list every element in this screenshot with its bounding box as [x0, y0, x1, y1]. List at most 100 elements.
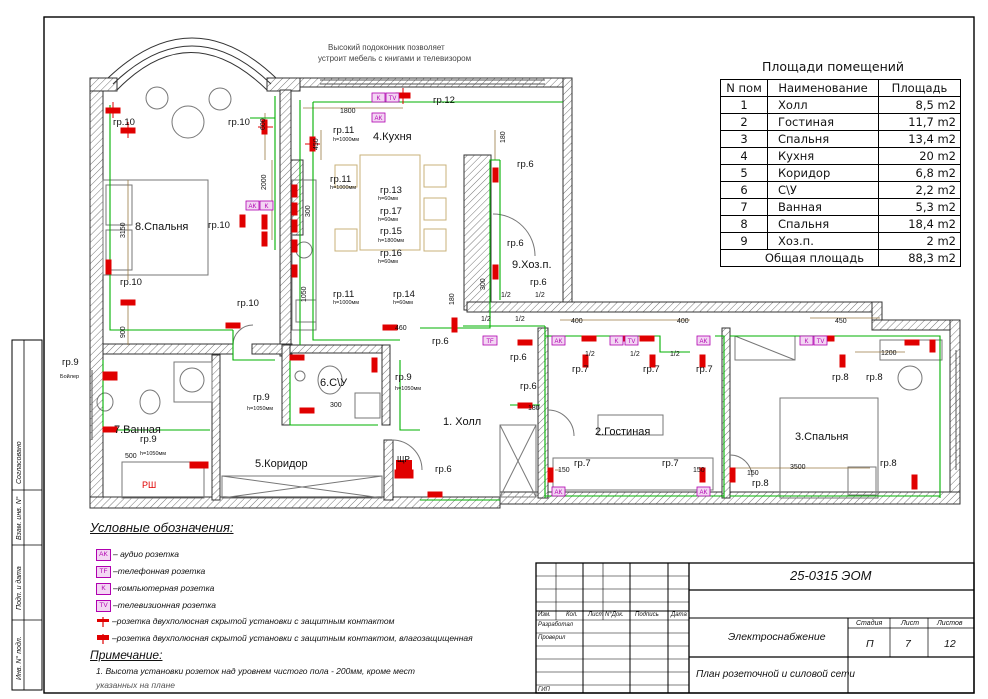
svg-text:3500: 3500: [790, 464, 806, 471]
svg-text:1050: 1050: [301, 286, 308, 302]
socket: [120, 122, 136, 138]
row-name: Кухня: [767, 147, 879, 165]
windows: [91, 79, 957, 470]
socket: [382, 324, 398, 331]
svg-text:TV: TV: [628, 339, 636, 345]
row-area: 6,8 m2: [878, 164, 961, 182]
electrical-panel: [396, 460, 412, 470]
row-number: 2: [720, 113, 768, 131]
tb-role-chief: ГИП: [538, 687, 550, 693]
legend-text: –телевизионная розетка: [113, 600, 216, 610]
svg-text:гр.11: гр.11: [333, 289, 354, 300]
svg-text:1/2: 1/2: [481, 316, 491, 323]
svg-text:1/2: 1/2: [501, 292, 511, 299]
row-area: 2 m2: [878, 232, 961, 250]
svg-text:1/2: 1/2: [515, 316, 525, 323]
tv-socket-icon: TV: [96, 599, 111, 612]
areas-header-number: N пом: [720, 79, 768, 97]
socket: [189, 461, 209, 469]
tb-role-developer: Разработал: [538, 622, 573, 628]
phone-socket-icon: TF: [96, 565, 111, 578]
svg-text:300: 300: [330, 402, 342, 409]
tb-sheets-header: Листов: [937, 620, 963, 627]
total-label: Общая площадь: [720, 249, 879, 267]
socket: [105, 259, 112, 275]
row-number: 1: [720, 96, 768, 114]
svg-text:гр.6: гр.6: [530, 277, 547, 288]
waterproof-socket-icon: [97, 633, 109, 644]
socket: [305, 136, 320, 152]
svg-text:K: K: [264, 204, 268, 210]
room-label-bathroom: 7.Ванная: [114, 424, 161, 436]
room-label-bedroom-8: 8.Спальня: [135, 221, 188, 233]
svg-text:450: 450: [835, 318, 847, 325]
room-labels: 1. Холл 2.Гостиная 3.Спальня 4.Кухня 5.К…: [114, 131, 848, 470]
note-title: Примечание:: [90, 648, 163, 662]
socket: [261, 214, 268, 247]
svg-text:300: 300: [305, 205, 312, 217]
legend-item: K–компьютерная розетка: [96, 582, 214, 595]
svg-text:гр.15: гр.15: [380, 226, 402, 237]
row-name: Спальня: [767, 130, 879, 148]
room-label-hall: 1. Холл: [443, 416, 481, 428]
svg-text:K: K: [614, 339, 618, 345]
svg-text:гр.9: гр.9: [253, 392, 270, 403]
svg-text:1/2: 1/2: [585, 351, 595, 358]
dimension-lines: [127, 107, 905, 471]
tb-col-qty: Кол.: [566, 612, 578, 618]
tb-sheets-value: 12: [944, 638, 956, 650]
socket: [289, 354, 378, 414]
svg-text:460: 460: [395, 325, 407, 332]
furniture: [96, 86, 943, 499]
tb-sheet-title: План розеточной и силовой сети: [696, 669, 855, 680]
svg-text:гр.7: гр.7: [662, 458, 679, 469]
row-number: 4: [720, 147, 768, 165]
areas-table-title: Площади помещений: [762, 59, 905, 74]
areas-header-area: Площадь: [878, 79, 961, 97]
room-label-wc: 6.С\У: [320, 377, 348, 389]
svg-text:AK: AK: [554, 490, 562, 496]
walls: [89, 77, 961, 509]
svg-text:гр.7: гр.7: [574, 458, 591, 469]
svg-text:AK: AK: [699, 339, 707, 345]
legend-text: – аудио розетка: [113, 549, 179, 559]
row-number: 7: [720, 198, 768, 216]
svg-text:AK: AK: [554, 339, 562, 345]
row-area: 18,4 m2: [878, 215, 961, 233]
svg-text:гр.6: гр.6: [520, 381, 537, 392]
socket: [492, 167, 499, 280]
legend-text: –розетка двухполюсная скрытой установки …: [112, 633, 473, 643]
socket: [120, 299, 136, 306]
svg-text:h=1000мм: h=1000мм: [333, 137, 359, 143]
svg-text:500: 500: [125, 453, 137, 460]
tb-sheet-header: Лист: [901, 620, 920, 627]
legend-item: AK– аудио розетка: [96, 548, 179, 561]
tb-col-doc: N°Док.: [605, 612, 624, 618]
svg-text:гр.6: гр.6: [435, 464, 452, 475]
tb-sheet-value: 7: [905, 638, 911, 650]
svg-text:K: K: [376, 96, 380, 102]
svg-text:гр.10: гр.10: [120, 277, 142, 288]
tb-col-sheet: Лист: [588, 612, 604, 618]
svg-text:гр.14: гр.14: [393, 289, 415, 300]
socket: [102, 426, 118, 433]
svg-text:h=1000мм: h=1000мм: [330, 185, 356, 191]
row-name: Гостиная: [767, 113, 879, 131]
svg-text:гр.8: гр.8: [752, 478, 769, 489]
svg-text:гр.9: гр.9: [395, 372, 412, 383]
areas-total-row: Общая площадь 88,3 m2: [720, 249, 961, 267]
side-stamp-sign: Подп. и дата: [16, 566, 23, 610]
row-name: Ванная: [767, 198, 879, 216]
row-number: 6: [720, 181, 768, 199]
audio-socket-icon: AK: [96, 548, 111, 561]
tb-role-checker: Проверил: [538, 635, 566, 641]
side-stamp-inv: Инв. N° подл.: [16, 636, 23, 680]
socket: [394, 469, 414, 479]
svg-text:h=60мм: h=60мм: [378, 217, 398, 223]
svg-text:Бойлер: Бойлер: [60, 373, 79, 380]
